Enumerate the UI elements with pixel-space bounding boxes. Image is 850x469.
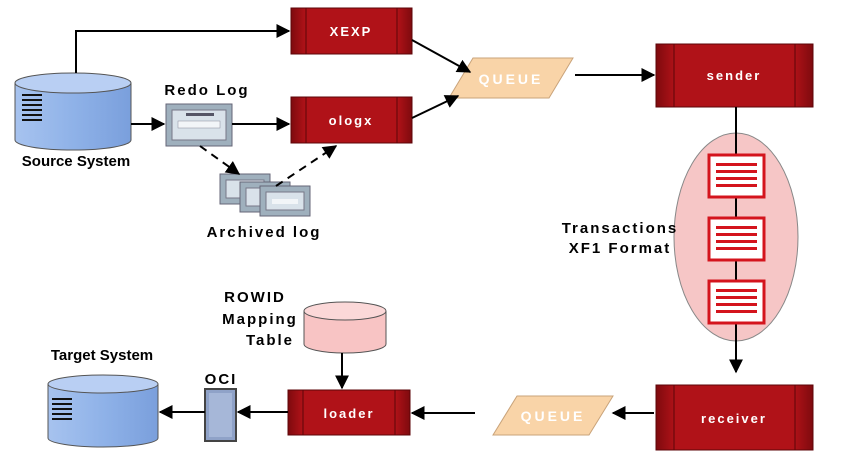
sender-label: sender xyxy=(707,68,762,83)
ologx-process-box: ologx xyxy=(290,96,413,144)
archive-dashed-connectors xyxy=(199,145,338,187)
transaction-document-icon-3 xyxy=(707,279,766,325)
ologx-label: ologx xyxy=(329,113,374,128)
archived-log-label: Archived log xyxy=(207,224,322,241)
oci-label: OCI xyxy=(205,371,238,388)
receiver-process-box: receiver xyxy=(655,384,814,451)
target-system-label: Target System xyxy=(51,347,153,364)
transactions-label-line1: Transactions xyxy=(562,220,679,237)
rowid-label-line1: ROWID xyxy=(224,289,286,306)
source-system-label: Source System xyxy=(22,153,130,170)
redo-log-label: Redo Log xyxy=(164,82,249,99)
transaction-document-icon-2 xyxy=(707,216,766,262)
redo-log-icon xyxy=(165,103,233,147)
receiver-label: receiver xyxy=(701,411,767,426)
transactions-label-line2: XF1 Format xyxy=(569,240,672,257)
source-system-database-icon xyxy=(14,72,132,151)
xexp-label: XEXP xyxy=(330,24,373,39)
queue-top-label: QUEUE xyxy=(479,71,544,87)
oci-component-icon xyxy=(204,388,237,442)
rowid-mapping-table-database-icon xyxy=(303,301,387,354)
queue-bottom-label: QUEUE xyxy=(521,408,586,424)
rowid-label-line3: Table xyxy=(246,332,294,349)
archived-log-icon xyxy=(219,173,311,217)
loader-label: loader xyxy=(323,406,374,421)
target-system-database-icon xyxy=(47,374,159,448)
loader-process-box: loader xyxy=(287,389,411,436)
rowid-label-line2: Mapping xyxy=(222,311,298,328)
queue-bottom-shape: QUEUE xyxy=(492,395,614,436)
flow-connectors xyxy=(75,24,656,420)
sender-process-box: sender xyxy=(655,43,814,108)
queue-top-shape: QUEUE xyxy=(448,57,574,99)
transaction-document-icon-1 xyxy=(707,153,766,199)
xexp-process-box: XEXP xyxy=(290,7,413,55)
